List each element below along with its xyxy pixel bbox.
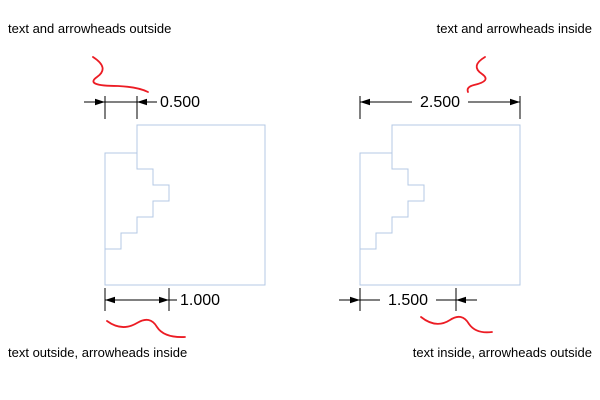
leader-squiggle-bottom-right	[420, 315, 493, 334]
leader-squiggle-bottom-left	[106, 318, 186, 338]
leader-squiggle-top-right	[466, 56, 487, 93]
right-part-outline	[359, 124, 521, 286]
left-part-outline	[104, 124, 266, 286]
right-bottom-dimension: 1.500	[339, 288, 477, 311]
left-figure: 0.500 1.000	[84, 94, 266, 311]
label-top-left: text and arrowheads outside	[8, 21, 171, 36]
arrowhead-icon	[159, 296, 169, 304]
arrowhead-icon	[456, 296, 466, 304]
left-bottom-dimension: 1.000	[104, 288, 220, 311]
leader-squiggle-top-left	[92, 56, 149, 93]
arrowhead-icon	[95, 98, 105, 106]
left-top-dimension: 0.500	[84, 94, 200, 119]
dimension-text: 1.500	[388, 292, 428, 309]
right-part-staircase	[360, 153, 425, 250]
arrowhead-icon	[510, 98, 520, 106]
dimension-text: 1.000	[180, 292, 220, 309]
label-top-right: text and arrowheads inside	[437, 21, 592, 36]
right-figure: 2.500 1.500	[339, 94, 521, 311]
label-bottom-right: text inside, arrowheads outside	[413, 345, 592, 360]
dimension-text: 2.500	[420, 94, 460, 111]
dimension-text: 0.500	[160, 94, 200, 111]
arrowhead-icon	[350, 296, 360, 304]
arrowhead-icon	[137, 98, 147, 106]
arrowhead-icon	[105, 296, 115, 304]
left-part-staircase	[105, 153, 170, 250]
label-bottom-left: text outside, arrowheads inside	[8, 345, 187, 360]
arrowhead-icon	[360, 98, 370, 106]
right-top-dimension: 2.500	[359, 94, 521, 119]
